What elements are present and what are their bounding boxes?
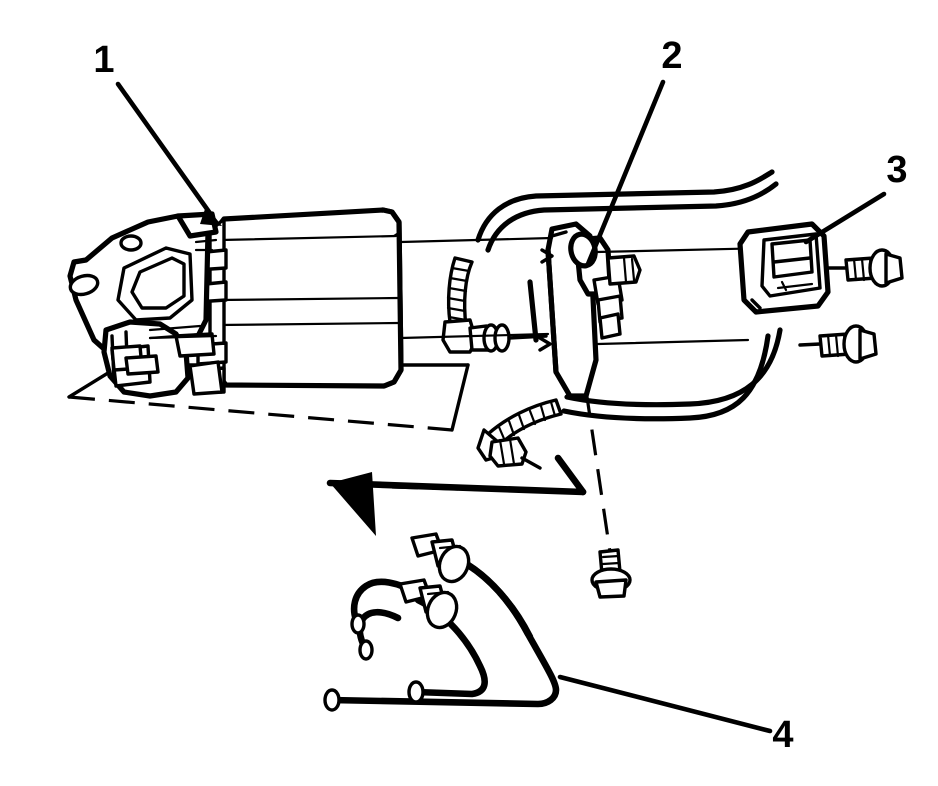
callout-4-leader: [557, 674, 773, 734]
fitting-lower-collar: [425, 590, 459, 630]
hose-rib-u1: [450, 266, 471, 273]
line-thru-4: [596, 338, 750, 346]
callout-2-leader: [585, 79, 666, 267]
hose-rib-u2: [448, 276, 469, 283]
callout-1-number: 1: [93, 39, 114, 81]
hose-rib-u5: [446, 306, 467, 313]
bracket-foot: [188, 360, 224, 396]
connector-corner-tick: [750, 298, 762, 310]
connector-window-bar: [772, 256, 812, 264]
hose-fitting-upper: [410, 532, 471, 584]
bolt-upper-hex: [884, 252, 904, 285]
callout-1-leader: [115, 81, 215, 219]
bolt-lower-hex: [858, 328, 878, 361]
callout-4: 4: [557, 674, 794, 756]
canister-seam-2: [217, 296, 400, 302]
hose-rib-l5: [539, 404, 547, 422]
purge-valve-assembly: [527, 221, 642, 399]
hose-end-rear: [323, 688, 341, 712]
hose-lower-stem: [520, 456, 542, 470]
bolt-lower: [798, 324, 878, 364]
valve-tip: [598, 312, 622, 340]
hose-end-lower: [358, 639, 374, 661]
hose-upper-ring-2: [493, 323, 511, 353]
fitting-upper-rib: [438, 544, 462, 550]
hose-assembly: [323, 532, 560, 712]
hose-rib-u3: [447, 286, 468, 293]
plane-edge-bottom-dashed: [68, 395, 453, 432]
stud-head: [594, 578, 628, 599]
vapor-line-lower-a: [564, 327, 783, 408]
vapor-line-upper-b: [485, 181, 779, 253]
valve-spade-rib: [622, 256, 628, 284]
arrowhead-lower: [538, 336, 552, 352]
callout-2-number: 2: [661, 35, 682, 77]
bracket-detail-2: [148, 324, 202, 332]
line-thru-2: [399, 332, 550, 340]
callout-2: 2: [585, 35, 683, 267]
bracket-inner-cutout: [130, 256, 186, 310]
canister-assembly: [67, 207, 404, 399]
line-thru-5: [194, 238, 218, 244]
plate-edge-hint: [527, 279, 539, 343]
bolt-upper-t1: [852, 257, 858, 282]
plate-top-notch: [550, 230, 568, 238]
hose-lower-rib-b: [508, 437, 516, 466]
hose-rib-l6: [549, 400, 557, 418]
hose-rib-l3: [517, 413, 526, 431]
callout-3-number: 3: [886, 149, 907, 191]
line-thru-1: [399, 236, 554, 244]
arrowhead-upper: [540, 248, 554, 264]
lower-bracket-arrow: [330, 472, 376, 536]
corrugated-hose-lower-body: [486, 398, 563, 448]
fitting-lower-rib: [426, 590, 450, 596]
stud-bolt: [590, 548, 632, 599]
corrugated-hose-upper: [441, 256, 548, 354]
bracket-eye-top: [119, 234, 143, 252]
plane-edge-right: [450, 363, 470, 432]
vapor-line-upper-a: [475, 169, 775, 243]
vapor-lines: [148, 169, 783, 422]
stud-alignment-dashed: [584, 389, 612, 553]
hose-end-front: [407, 680, 425, 704]
canister-seam-3: [217, 321, 400, 327]
lower-bracket-dashed: [391, 485, 561, 494]
callout-3-leader: [803, 191, 887, 245]
callout-4-number: 4: [772, 714, 793, 756]
hose-rib-l2: [507, 419, 516, 437]
vapor-line-lower-b: [561, 333, 771, 422]
hose-rib-u4: [446, 296, 467, 303]
hose-lower-connector: [488, 436, 528, 468]
callout-1: 1: [93, 39, 222, 226]
plate-inner-edge: [545, 247, 559, 375]
bracket-nipple-2: [124, 354, 160, 376]
corrugated-hose-lower: [476, 398, 563, 470]
bracket-eye-left: [68, 273, 100, 297]
canister-seam-1: [219, 234, 398, 242]
bolt-upper: [826, 248, 904, 288]
hose-rear-highlight: [460, 558, 534, 638]
bolt-lower-lead: [798, 342, 822, 347]
connector-clip-assembly: [737, 221, 904, 364]
valve-spade-rib-2: [630, 257, 636, 282]
hose-end-upper: [350, 613, 366, 635]
hose-fitting-lower: [398, 578, 459, 630]
stud-thread-2: [601, 561, 621, 566]
hose-rib-l4: [528, 409, 537, 426]
callout-1-arrow: [200, 206, 222, 226]
hose-lower-rib-a: [498, 438, 506, 466]
bolt-lower-t1: [826, 333, 832, 358]
callout-3: 3: [803, 149, 908, 245]
bolt-upper-t2: [860, 257, 866, 282]
canister-seam-tip: [392, 230, 402, 238]
bolt-lower-t2: [834, 333, 840, 358]
stud-thread-1: [601, 554, 621, 559]
lower-bracket-tick: [554, 454, 587, 496]
line-thru-6: [148, 334, 218, 340]
fitting-upper-collar: [437, 544, 471, 584]
connector-face-tick: [780, 280, 788, 292]
